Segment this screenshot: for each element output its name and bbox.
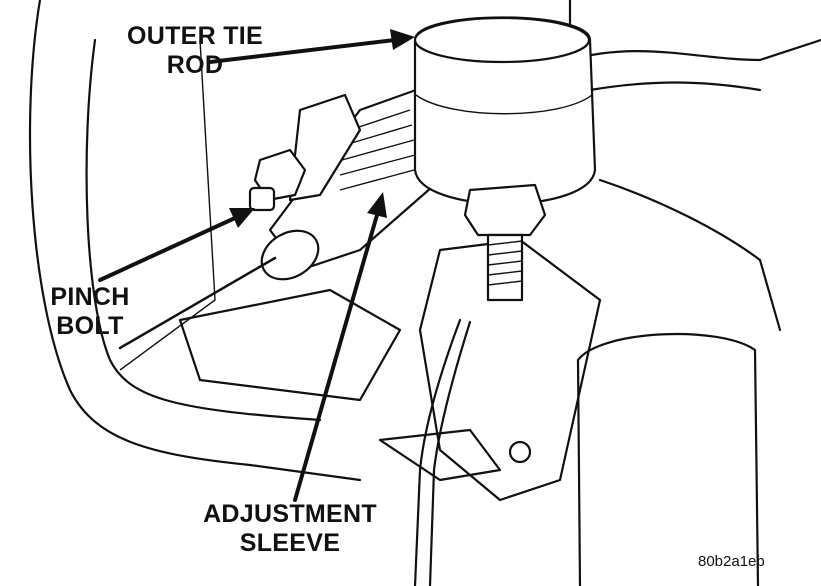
label-line: ADJUSTMENT: [203, 500, 377, 528]
tie-rod-stud: [486, 233, 524, 302]
label-adjustment-sleeve: ADJUSTMENT SLEEVE: [170, 500, 410, 558]
stud-threads: [487, 240, 523, 286]
leader-adjustment-sleeve: [293, 192, 387, 502]
label-line: ROD: [166, 51, 224, 79]
tie-rod-top: [413, 16, 591, 64]
lower-arm: [178, 288, 402, 402]
leader-pinch-bolt: [98, 208, 277, 350]
label-outer-tie-rod: OUTER TIE ROD: [100, 22, 290, 80]
brake-line-2: [428, 320, 472, 586]
strut: [576, 332, 760, 586]
label-line: OUTER TIE: [126, 22, 264, 50]
upper-background: [568, 0, 821, 62]
bracket-bolt: [508, 440, 532, 464]
strut-top: [598, 178, 782, 332]
tie-rod-band: [415, 94, 593, 115]
panel-line: [119, 39, 216, 371]
figure-code: 80b2a1eb: [698, 553, 765, 570]
leader-outer-tie-rod: [208, 29, 415, 64]
tie-rod-nut: [463, 183, 547, 237]
knuckle: [418, 238, 602, 502]
sleeve-end: [260, 229, 320, 281]
fender-inner: [85, 38, 322, 422]
sleeve-knurl: [339, 109, 416, 191]
pinch-bolt-thread: [248, 186, 276, 212]
label-pinch-bolt: PINCH BOLT: [30, 283, 150, 341]
upper-background-2: [588, 81, 762, 92]
fender-outline: [28, 0, 362, 482]
label-line: SLEEVE: [239, 529, 341, 557]
label-line: PINCH: [50, 283, 130, 311]
label-line: BOLT: [56, 312, 124, 340]
brake-line: [413, 318, 462, 586]
